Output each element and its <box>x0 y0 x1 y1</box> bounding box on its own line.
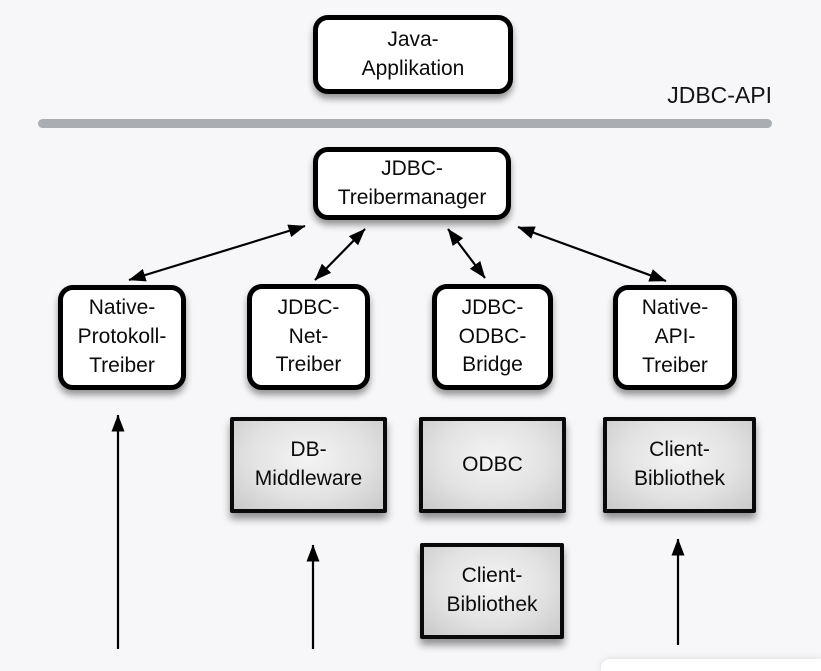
node-java-application-label: Java- Applikation <box>361 27 465 80</box>
node-native-api-driver: Native- API- Treiber <box>613 285 737 390</box>
node-jdbc-net-driver: JDBC- Net- Treiber <box>247 284 370 390</box>
node-client-library-odbc-label: Client- Bibliothek <box>446 564 538 616</box>
arrow-manager-jdbc-net <box>314 228 366 281</box>
node-db-middleware-label: DB- Middleware <box>254 438 363 490</box>
node-jdbc-driver-manager: JDBC- Treibermanager <box>313 147 511 220</box>
node-jdbc-net-driver-label: JDBC- Net- Treiber <box>275 295 342 377</box>
node-jdbc-odbc-bridge: JDBC- ODBC- Bridge <box>432 284 553 390</box>
node-client-library-native: Client- Bibliothek <box>603 417 756 513</box>
node-odbc-label: ODBC <box>462 452 523 476</box>
jdbc-api-label: JDBC-API <box>667 82 772 108</box>
node-java-application: Java- Applikation <box>313 15 513 94</box>
node-jdbc-odbc-bridge-label: JDBC- ODBC- Bridge <box>458 295 527 377</box>
arrow-manager-native-api <box>517 225 667 283</box>
node-client-library-native-label: Client- Bibliothek <box>633 438 726 490</box>
arrow-manager-jdbc-odbc <box>447 228 486 279</box>
partial-box-bottom-right <box>601 659 821 671</box>
node-native-protocol-driver-label: Native- Protokoll- Treiber <box>77 296 167 377</box>
node-native-protocol-driver: Native- Protokoll- Treiber <box>58 285 186 390</box>
node-db-middleware: DB- Middleware <box>230 417 387 513</box>
jdbc-api-divider-line <box>38 119 772 128</box>
node-client-library-odbc: Client- Bibliothek <box>420 543 564 639</box>
node-odbc: ODBC <box>419 417 566 513</box>
node-native-api-driver-label: Native- API- Treiber <box>641 296 709 377</box>
node-jdbc-driver-manager-label: JDBC- Treibermanager <box>337 156 487 209</box>
arrow-manager-native-protocol <box>128 224 306 282</box>
